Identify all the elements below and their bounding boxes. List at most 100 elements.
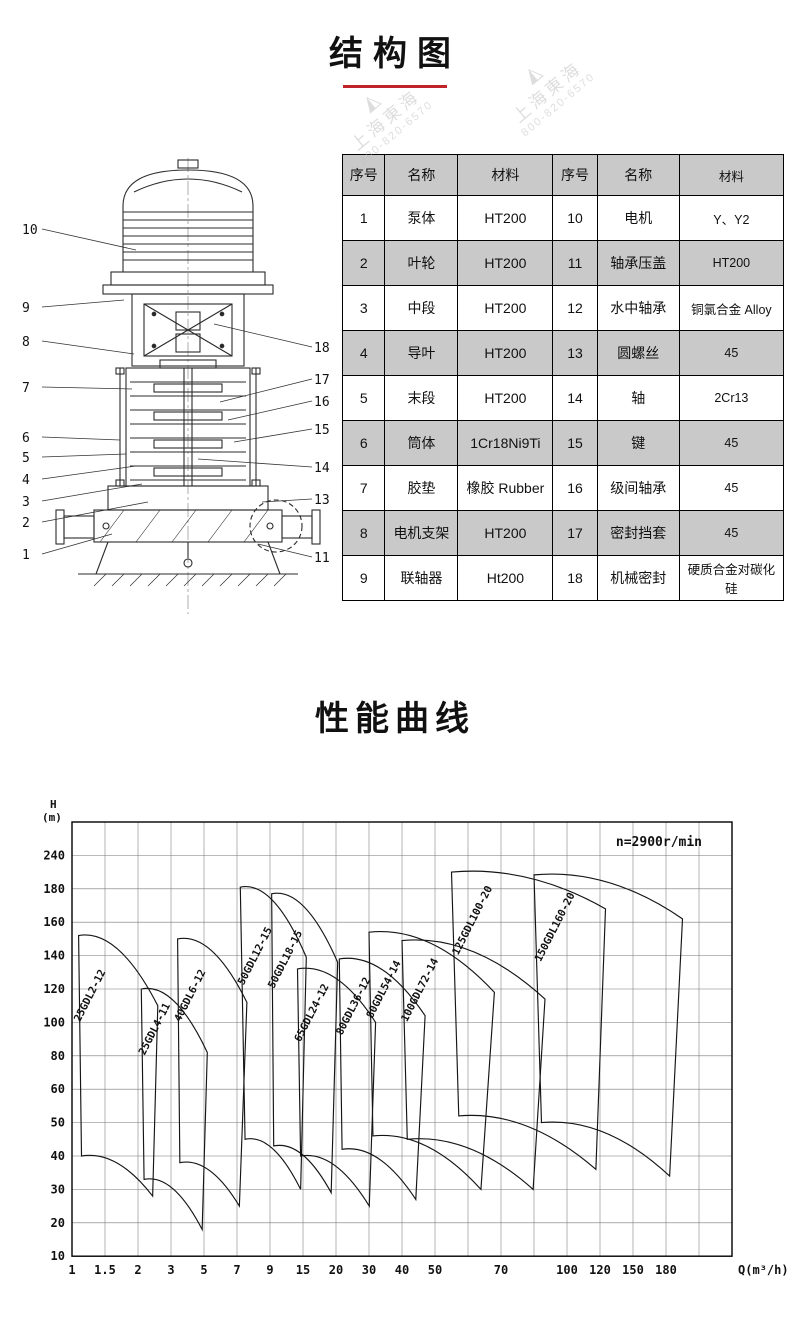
speed-annotation: n=2900r/min [616,835,702,850]
callout-leader [41,340,135,355]
parts-cell: 键 [596,420,680,466]
y-axis-label: (m) [42,811,62,824]
parts-cell: 45 [678,420,785,466]
callout-label: 15 [314,423,330,438]
parts-cell: 5 [341,375,386,421]
x-tick-label: 20 [329,1263,343,1277]
y-axis-label: H [50,798,57,811]
x-tick-label: 120 [589,1263,611,1277]
parts-cell: 筒体 [384,420,459,466]
parts-cell: 机械密封 [596,555,680,601]
callout-leader [41,533,113,555]
pump-band [450,870,607,1171]
callout-leader [41,228,137,251]
plot-border [71,821,733,1257]
parts-cell: 橡胶 Rubber [457,465,554,511]
parts-cell: HT200 [457,195,554,241]
callout-label: 18 [314,341,330,356]
parts-cell: 电机 [596,195,680,241]
callout-label: 11 [314,551,330,566]
callout-label: 8 [22,335,30,350]
callout-leader [41,386,133,390]
pump-band [140,987,208,1232]
discharge-flange-dashed-circle [249,499,303,553]
parts-cell: 末段 [384,375,459,421]
parts-cell: 胶垫 [384,465,459,511]
y-tick-label: 180 [43,882,65,896]
motor-body [122,159,254,273]
x-tick-label: 30 [362,1263,376,1277]
pump-band [78,934,159,1198]
y-tick-label: 80 [51,1049,65,1063]
x-tick-label: 180 [655,1263,677,1277]
parts-cell: 18 [552,555,598,601]
callout-label: 17 [314,373,330,388]
parts-cell: 14 [552,375,598,421]
parts-cell: HT200 [457,510,554,556]
callout-leader [233,428,313,443]
parts-cell: 轴承压盖 [596,240,680,286]
parts-cell: 7 [341,465,386,511]
parts-header-cell: 序号 [341,154,386,196]
parts-cell: 1Cr18Ni9Ti [457,420,554,466]
parts-cell: 12 [552,285,598,331]
parts-cell: 8 [341,510,386,556]
parts-cell: 2Cr13 [678,375,785,421]
callout-label: 7 [22,381,30,396]
pump-band [239,885,307,1190]
y-tick-label: 120 [43,982,65,996]
parts-cell: 45 [678,465,785,511]
callout-leader [41,483,143,502]
x-tick-label: 9 [266,1263,273,1277]
y-tick-label: 40 [51,1149,65,1163]
parts-cell: Ht200 [457,555,554,601]
parts-cell: 1 [341,195,386,241]
callout-label: 1 [22,548,30,563]
y-tick-label: 60 [51,1082,65,1096]
parts-cell: 13 [552,330,598,376]
parts-header-cell: 名称 [384,154,459,196]
callout-label: 5 [22,451,30,466]
pump-band [271,892,339,1195]
band-label: 125GDL100-20 [450,884,495,957]
parts-cell: 15 [552,420,598,466]
parts-cell: HT200 [457,330,554,376]
parts-cell: HT200 [457,240,554,286]
y-tick-label: 50 [51,1116,65,1130]
x-tick-label: 70 [494,1263,508,1277]
parts-cell: 轴 [596,375,680,421]
parts-header-cell: 材料 [457,154,554,196]
y-tick-label: 30 [51,1182,65,1196]
parts-cell: 4 [341,330,386,376]
x-tick-label: 7 [233,1263,240,1277]
parts-cell: 17 [552,510,598,556]
parts-header-row: 序号名称材料序号名称材料 [341,154,785,196]
parts-cell: 16 [552,465,598,511]
pump-band [401,939,546,1191]
watermark-brand: 上海東海 [347,85,425,155]
parts-cell: 6 [341,420,386,466]
parts-cell: 联轴器 [384,555,459,601]
parts-cell: 3 [341,285,386,331]
callout-label: 10 [22,223,38,238]
callout-leader [41,501,149,523]
pump-band [533,873,684,1178]
callout-label: 4 [22,473,30,488]
parts-cell: 10 [552,195,598,241]
callout-leader [41,436,121,441]
y-tick-label: 160 [43,915,65,929]
